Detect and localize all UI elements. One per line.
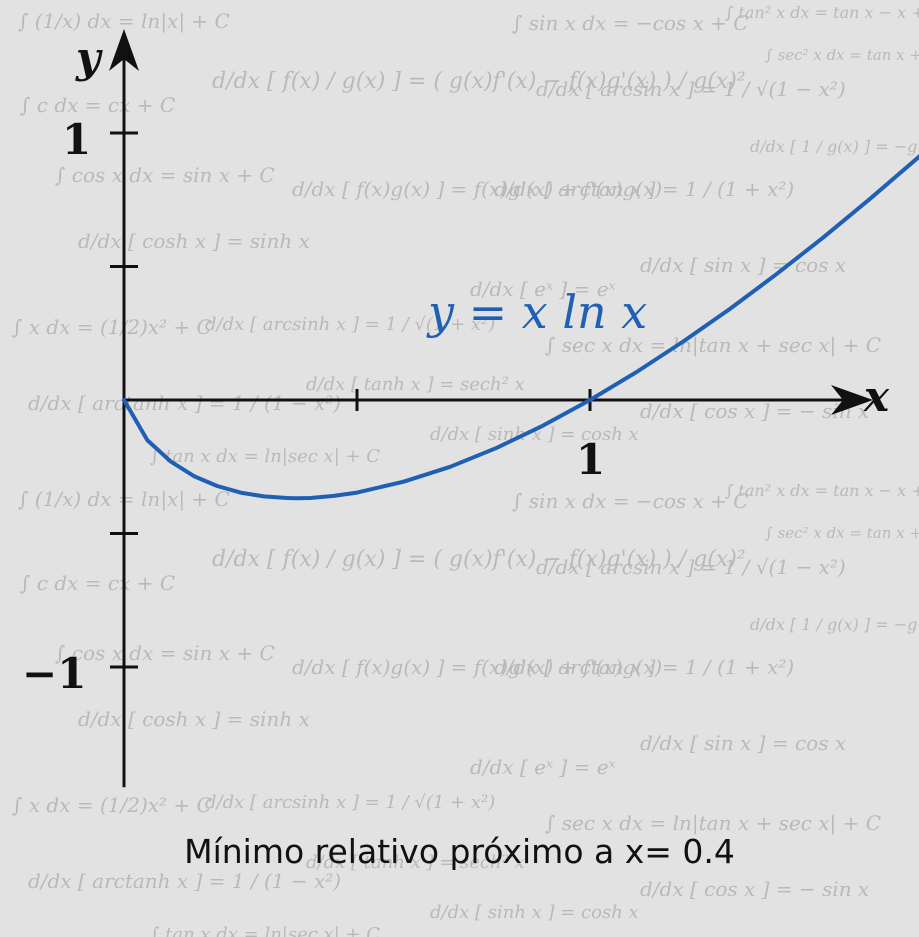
background-formula: d/dx [ sinh x ] = cosh x xyxy=(430,902,639,923)
background-formula: ∫ x dx = (1/2)x² + C xyxy=(12,793,212,817)
labels: y x 1 1 −1 y = x ln x xyxy=(22,33,890,698)
x-axis-label: x xyxy=(863,372,890,421)
background-formula: ∫ sin x dx = −cos x + C xyxy=(512,489,749,513)
background-formula: d/dx [ cosh x ] = sinh x xyxy=(78,707,310,731)
background-formula: ∫ tan² x dx = tan x − x + C xyxy=(725,481,919,500)
background-formula: d/dx [ arctanh x ] = 1 / (1 − x²) xyxy=(28,391,341,415)
background-formula: d/dx [ cosh x ] = sinh x xyxy=(78,229,310,253)
background-formula: d/dx [ 1 / g(x) ] = −g'(x) / g(x)² xyxy=(750,615,919,634)
y-tick-label: −1 xyxy=(22,649,86,698)
background-formula: ∫ c dx = cx + C xyxy=(20,571,175,595)
x-tick-label: 1 xyxy=(576,435,605,484)
background-formula: d/dx [ eˣ ] = eˣ xyxy=(470,277,616,301)
background-formula: ∫ sin x dx = −cos x + C xyxy=(512,11,749,35)
background-formula: ∫ sec x dx = ln|tan x + sec x| + C xyxy=(545,333,881,358)
background-formula: d/dx [ sin x ] = cos x xyxy=(640,253,846,277)
background-formula: d/dx [ cos x ] = − sin x xyxy=(640,877,869,901)
background-formula: d/dx [ tanh x ] = sech² x xyxy=(306,852,525,873)
background-formula: d/dx [ sin x ] = cos x xyxy=(640,731,846,755)
background-formula: ∫ tan² x dx = tan x − x + C xyxy=(725,3,919,22)
y-axis-label: y xyxy=(75,33,103,82)
background-formula: d/dx [ f(x) / g(x) ] = ( g(x)f'(x) − f(x… xyxy=(212,69,746,94)
background-formula: d/dx [ f(x) / g(x) ] = ( g(x)f'(x) − f(x… xyxy=(212,547,746,572)
background-formula: d/dx [ arctan x ] = 1 / (1 + x²) xyxy=(494,655,794,679)
background-formula: ∫ cos x dx = sin x + C xyxy=(55,163,275,187)
series-line xyxy=(122,154,919,501)
background-formula: d/dx [ arcsinh x ] = 1 / √(1 + x²) xyxy=(205,314,495,335)
series xyxy=(122,154,919,501)
background-formula: d/dx [ f(x)g(x) ] = f(x)g'(x) + f'(x)g(x… xyxy=(292,177,662,201)
background-formula: d/dx [ f(x)g(x) ] = f(x)g'(x) + f'(x)g(x… xyxy=(292,655,662,679)
curve-annotation: y = x ln x xyxy=(426,285,647,339)
background-formula: d/dx [ tanh x ] = sech² x xyxy=(306,374,525,395)
background-formula: d/dx [ arctanh x ] = 1 / (1 − x²) xyxy=(28,869,341,893)
background-formula: d/dx [ arcsinh x ] = 1 / √(1 + x²) xyxy=(205,792,495,813)
background-formula: ∫ sec² x dx = tan x + C xyxy=(765,524,919,542)
background-formula: ∫ sec² x dx = tan x + C xyxy=(765,46,919,64)
background-formula: d/dx [ sinh x ] = cosh x xyxy=(430,424,639,445)
background-formula: ∫ tan x dx = ln|sec x| + C xyxy=(150,924,380,937)
background-formula: ∫ x dx = (1/2)x² + C xyxy=(12,315,212,339)
background-formula: ∫ sec x dx = ln|tan x + sec x| + C xyxy=(545,811,881,836)
y-tick-label: 1 xyxy=(62,115,91,164)
ticks xyxy=(110,131,592,669)
background-formula: d/dx [ arcsin x ] = 1 / √(1 − x²) xyxy=(536,77,846,101)
background-formula: ∫ tan x dx = ln|sec x| + C xyxy=(150,446,380,467)
background-formula: d/dx [ eˣ ] = eˣ xyxy=(470,755,616,779)
background-formula: d/dx [ arcsin x ] = 1 / √(1 − x²) xyxy=(536,555,846,579)
background-formula: d/dx [ arctan x ] = 1 / (1 + x²) xyxy=(494,177,794,201)
background-formula: d/dx [ 1 / g(x) ] = −g'(x) / g(x)² xyxy=(750,137,919,156)
background-formula: ∫ c dx = cx + C xyxy=(20,93,175,117)
axes xyxy=(109,29,873,788)
background-formula: ∫ cos x dx = sin x + C xyxy=(55,641,275,665)
caption: Mínimo relativo próximo a x= 0.4 xyxy=(184,832,735,871)
